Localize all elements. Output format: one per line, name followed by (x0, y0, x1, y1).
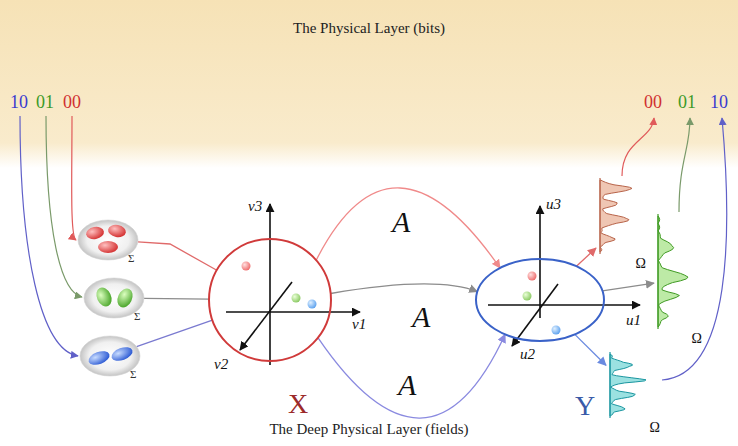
bit-arrow (72, 116, 76, 240)
physical-layer-band (0, 0, 738, 168)
blob-lobe (98, 241, 118, 253)
bit-label: 01 (36, 92, 54, 113)
blob-lobe (93, 285, 114, 309)
axis-label: v2 (214, 356, 228, 373)
blob-lobe (85, 226, 105, 241)
density-curve (600, 180, 632, 252)
layer-caption: The Deep Physical Layer (fields) (0, 421, 738, 438)
axis-label: u3 (546, 196, 561, 213)
axis-arrow (226, 311, 360, 313)
blob-lobe (114, 286, 135, 310)
axis-arrow (488, 304, 640, 306)
source-blob: Σ (78, 218, 144, 270)
layer-title: The Physical Layer (bits) (0, 20, 738, 37)
node-shape (208, 238, 332, 362)
axis-label: u1 (626, 312, 641, 329)
field-point (242, 262, 251, 271)
axis-arrow (240, 282, 292, 350)
mapping-connector (138, 242, 217, 270)
mapping-connector (575, 334, 606, 365)
axis-label: u2 (520, 346, 535, 363)
blob-lobe (107, 224, 127, 239)
density-baseline (609, 352, 610, 418)
mapping-connector (318, 334, 505, 418)
mapping-connector (144, 298, 209, 300)
bit-arrow (46, 116, 82, 297)
density-curve (658, 216, 688, 327)
field-space: Y (475, 258, 605, 342)
bit-label: 00 (644, 92, 662, 113)
omega-symbol: Ω (692, 331, 702, 347)
operator-label: A (396, 368, 418, 403)
bit-arrow (20, 116, 78, 356)
density-curve (610, 354, 646, 416)
field-point (523, 292, 532, 301)
bit-label: 10 (10, 92, 28, 113)
bit-arrow (622, 118, 654, 176)
field-point (528, 272, 537, 281)
distribution-plot: Ω (606, 350, 662, 436)
sum-symbol: Σ (134, 310, 140, 323)
field-point (552, 326, 561, 335)
sum-symbol: Σ (128, 252, 134, 265)
axis-arrow (539, 206, 541, 318)
space-outline (476, 259, 604, 341)
mapping-connector (331, 284, 478, 294)
blob-lobe (110, 345, 135, 364)
mapping-connector (137, 320, 213, 347)
bit-label: 01 (678, 92, 696, 113)
omega-symbol: Ω (650, 420, 660, 436)
space-name: X (288, 388, 308, 420)
axis-label: v1 (352, 316, 366, 333)
node-shape (654, 212, 704, 347)
bit-arrow (679, 118, 690, 212)
source-blob: Σ (80, 334, 146, 386)
node-shape (475, 258, 605, 342)
omega-symbol: Ω (636, 256, 646, 272)
blob-lobe (87, 349, 112, 368)
axis-arrow (512, 284, 558, 346)
density-baseline (657, 214, 658, 329)
source-blob: Σ (84, 276, 150, 328)
density-baseline (599, 178, 600, 254)
space-outline (209, 239, 331, 361)
sum-symbol: Σ (130, 368, 136, 381)
field-point (292, 294, 301, 303)
space-name: Y (575, 390, 595, 422)
mapping-connector (602, 283, 654, 291)
axis-arrow (269, 204, 271, 365)
operator-label: A (390, 205, 412, 240)
bit-label: 00 (63, 92, 81, 113)
distribution-plot: Ω (654, 212, 704, 347)
field-space: X (208, 238, 332, 362)
operator-label: A (410, 300, 432, 335)
axis-label: v3 (248, 198, 262, 215)
mapping-connector (316, 188, 500, 268)
bit-label: 10 (710, 92, 728, 113)
mapping-connector (576, 248, 596, 266)
field-point (308, 300, 317, 309)
distribution-plot: Ω (596, 176, 648, 272)
